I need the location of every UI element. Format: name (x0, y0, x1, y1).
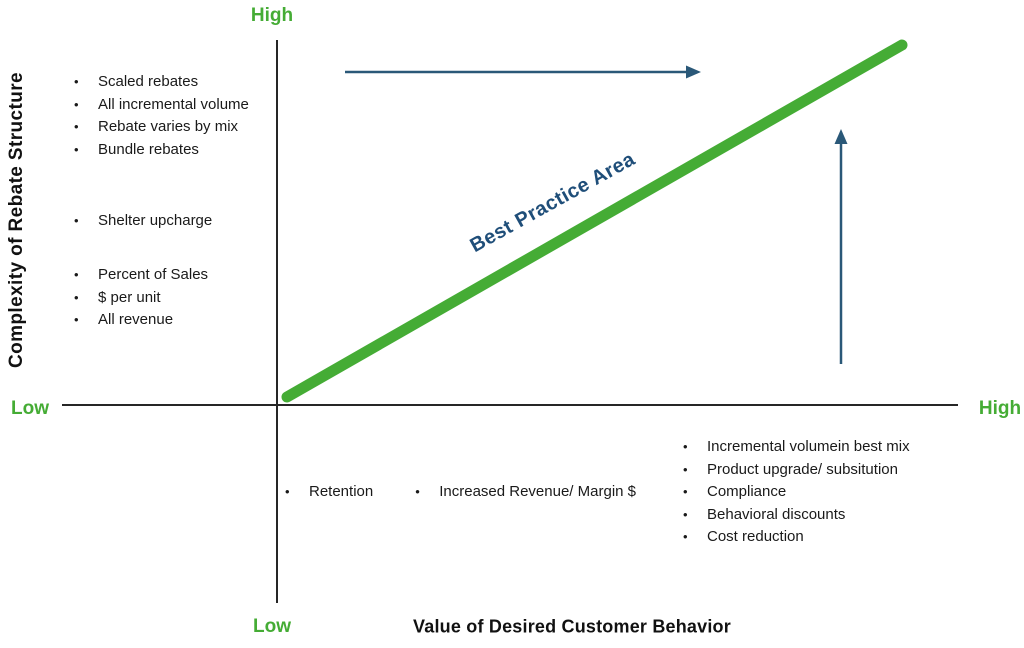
x-axis-high-label: High (978, 398, 1022, 419)
x-axis-low-label: Low (253, 616, 291, 637)
bullet-icon: • (74, 289, 79, 305)
list-item-label: Compliance (707, 483, 787, 500)
list-item: • Scaled rebates (74, 71, 249, 94)
bullet-icon: • (74, 312, 79, 327)
list-item: • Bundle rebates (74, 139, 249, 162)
bullet-icon: • (74, 213, 79, 228)
bullet-icon: • (683, 484, 688, 499)
bottom-right-list: • Incremental volumein best mix • Product … (683, 436, 910, 549)
list-item: • All incremental volume (74, 94, 249, 117)
list-item: • Compliance (683, 481, 910, 504)
arrow-right-icon (345, 65, 701, 79)
list-item: • Increased Revenue/ Margin $ (415, 481, 636, 504)
bullet-icon: • (285, 484, 290, 499)
list-item-label: All incremental volume (98, 95, 249, 113)
list-item-label: Scaled rebates (98, 73, 199, 90)
bullet-icon: • (74, 267, 79, 282)
list-item: • Rebate varies by mix (74, 116, 249, 139)
best-practice-line (281, 39, 908, 403)
list-item-label: Product upgrade/ subsitution (707, 460, 898, 478)
bullet-icon: • (74, 96, 79, 112)
upper-left-list: •Scaled rebates •All incremental volume … (74, 71, 249, 161)
y-axis-high-label: High (250, 5, 294, 26)
list-item-label: Behavioral discounts (707, 505, 846, 523)
bullet-icon: • (683, 506, 688, 522)
bullet-icon: • (683, 439, 688, 454)
list-item-label: Incremental volumein best mix (707, 438, 910, 455)
list-item: • Incremental volumein best mix (683, 436, 910, 459)
bottom-center-list: • Retention • Increased Revenue/ Margin $ (285, 481, 636, 504)
bullet-icon: • (74, 119, 79, 134)
y-axis-low-label: Low (11, 398, 49, 419)
y-axis-title: Complexity of Rebate Structure (6, 72, 27, 368)
bullet-icon: • (683, 529, 688, 544)
list-item-label: Percent of Sales (98, 266, 209, 283)
mid-left-list: • Shelter upcharge (74, 210, 212, 233)
bullet-icon: • (683, 461, 688, 477)
list-item-label: Increased Revenue/ Margin $ (439, 483, 636, 500)
list-item: • Percent of Sales (74, 264, 208, 287)
list-item: • Behavioral discounts (683, 504, 910, 527)
x-axis-title: Value of Desired Customer Behavior (413, 616, 731, 637)
list-item-label: Cost reduction (707, 528, 804, 545)
list-item: • Shelter upcharge (74, 210, 212, 233)
bullet-icon: • (74, 141, 79, 157)
bullet-icon: • (74, 74, 79, 89)
list-item-label: $ per unit (98, 288, 161, 306)
list-item: • All revenue (74, 309, 208, 332)
list-item: • $ per unit (74, 287, 208, 310)
arrow-up-icon (834, 129, 848, 364)
list-item-label: Bundle rebates (98, 140, 199, 158)
bullet-icon: • (415, 484, 420, 499)
list-item: • Product upgrade/ subsitution (683, 459, 910, 482)
list-item-label: Rebate varies by mix (98, 118, 239, 135)
list-item-label: All revenue (98, 311, 174, 328)
list-item: • Cost reduction (683, 526, 910, 549)
list-item-label: Shelter upcharge (98, 212, 213, 229)
lower-left-list: • Percent of Sales • $ per unit • All reven… (74, 264, 208, 332)
list-item-label: Retention (309, 483, 374, 500)
list-item: • Retention (285, 481, 373, 504)
